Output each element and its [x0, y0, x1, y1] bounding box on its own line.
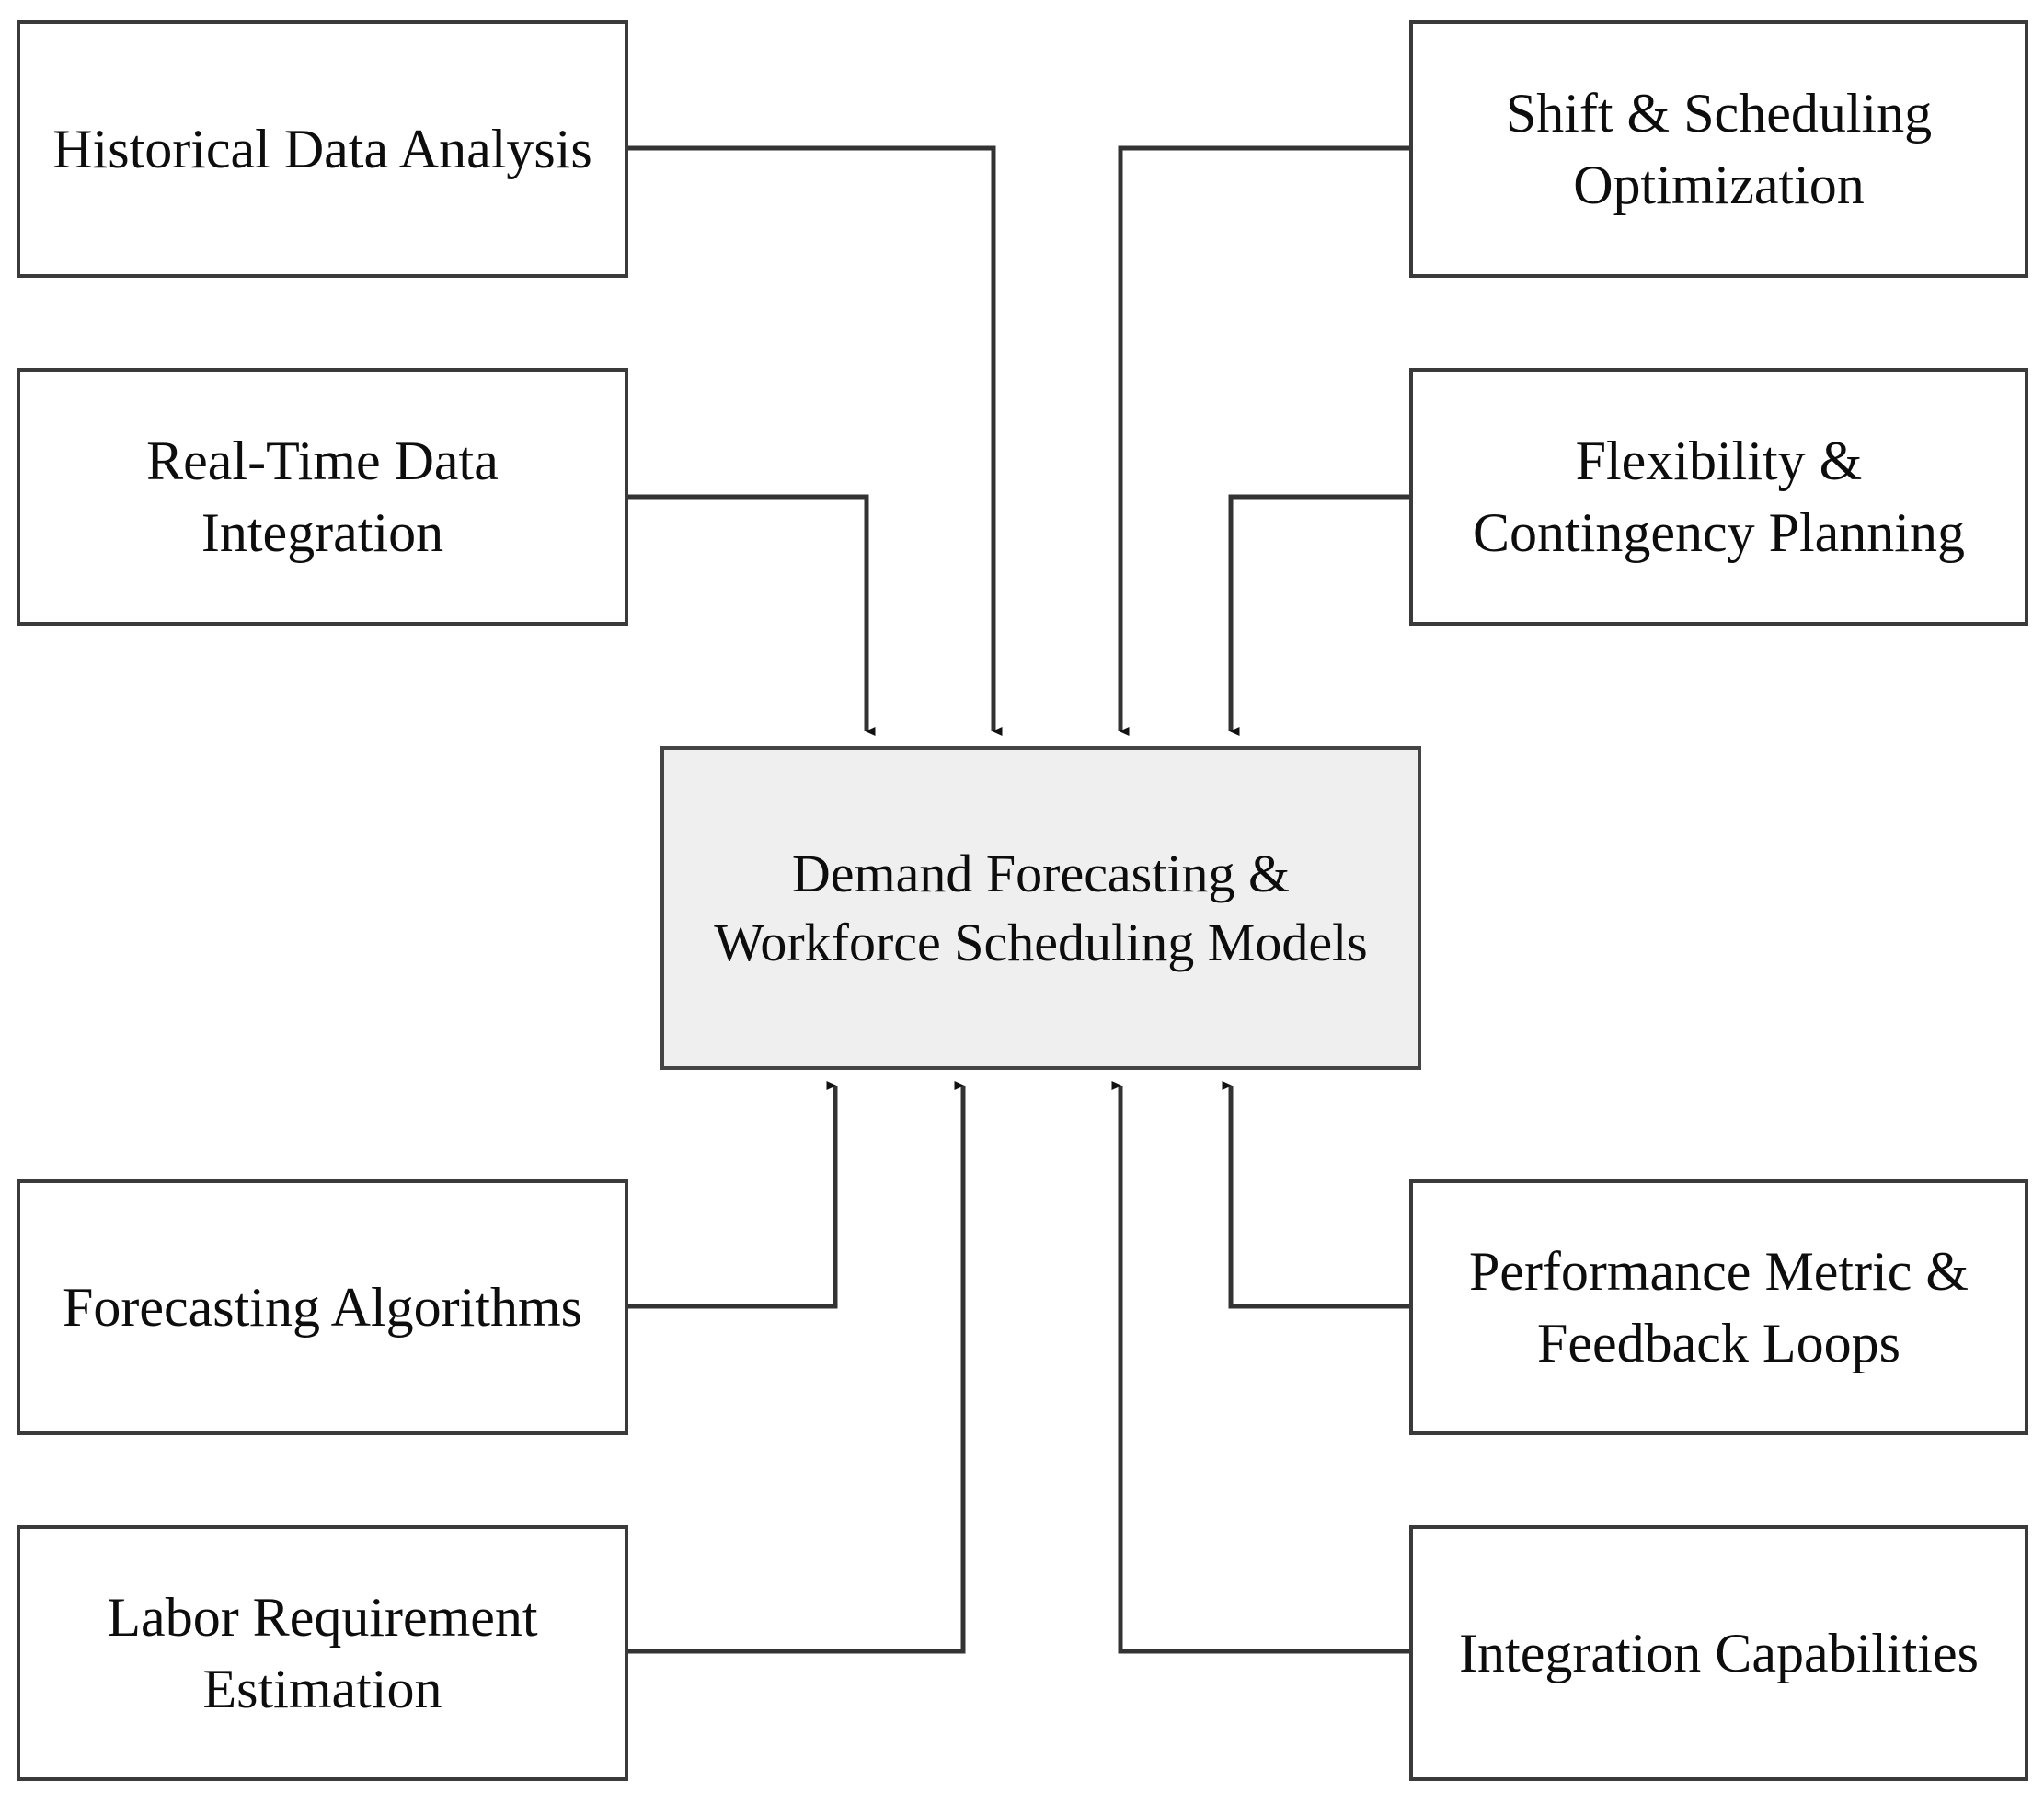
connector-forecasting-algorithms: [628, 1081, 838, 1309]
node-labor-requirement-estimation[interactable]: Labor Requirement Estimation: [17, 1525, 628, 1781]
connector-labor-requirement-estimation: [628, 1081, 966, 1654]
node-label: Shift & Scheduling Optimization: [1505, 83, 1933, 215]
node-label: Flexibility & Contingency Planning: [1473, 431, 1965, 563]
node-shift-scheduling-optimization[interactable]: Shift & Scheduling Optimization: [1409, 20, 2028, 278]
node-label: Performance Metric & Feedback Loops: [1468, 1241, 1969, 1373]
node-label: Forecasting Algorithms: [63, 1277, 582, 1338]
node-hub-demand-forecasting-workforce-scheduling-models[interactable]: Demand Forecasting & Workforce Schedulin…: [660, 746, 1421, 1070]
connector-flexibility-contingency-planning: [1228, 494, 1409, 736]
connector-integration-capabilities: [1111, 1081, 1409, 1654]
connector-historical-data-analysis: [628, 145, 1003, 736]
hub-label: Demand Forecasting & Workforce Schedulin…: [714, 843, 1368, 972]
node-label: Real-Time Data Integration: [146, 431, 499, 563]
connector-shift-scheduling-optimization: [1118, 145, 1409, 736]
node-flexibility-contingency-planning[interactable]: Flexibility & Contingency Planning: [1409, 368, 2028, 626]
node-label: Labor Requirement Estimation: [107, 1587, 538, 1719]
node-integration-capabilities[interactable]: Integration Capabilities: [1409, 1525, 2028, 1781]
node-real-time-data-integration[interactable]: Real-Time Data Integration: [17, 368, 628, 626]
connector-performance-metric-feedback-loops: [1222, 1081, 1409, 1309]
connector-real-time-data-integration: [628, 494, 876, 736]
node-historical-data-analysis[interactable]: Historical Data Analysis: [17, 20, 628, 278]
node-label: Integration Capabilities: [1459, 1623, 1979, 1683]
node-forecasting-algorithms[interactable]: Forecasting Algorithms: [17, 1179, 628, 1435]
node-performance-metric-feedback-loops[interactable]: Performance Metric & Feedback Loops: [1409, 1179, 2028, 1435]
node-label: Historical Data Analysis: [52, 119, 592, 179]
